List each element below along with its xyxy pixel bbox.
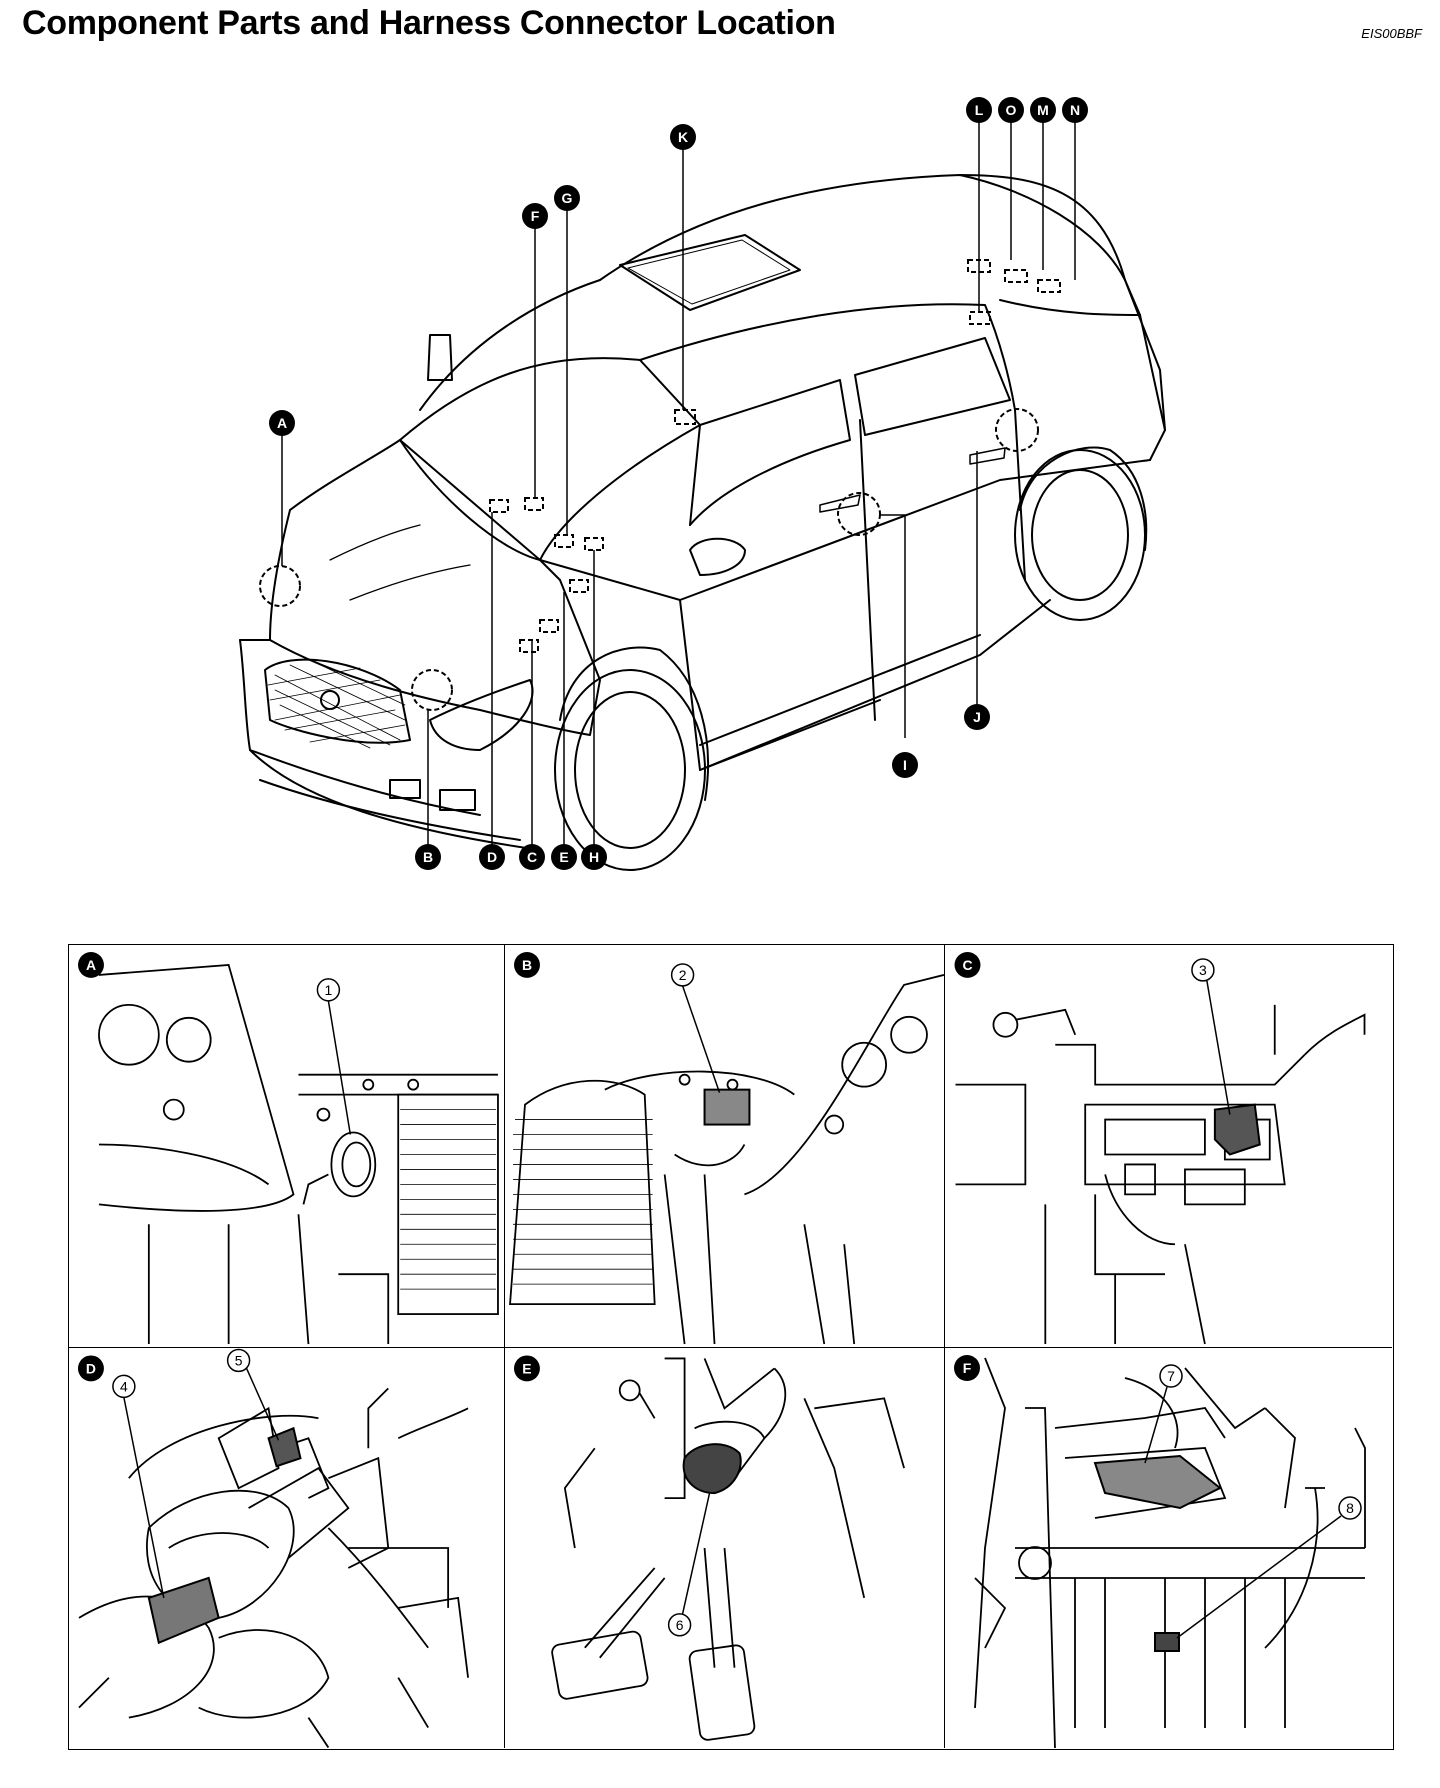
part-7-label: 7	[1167, 1368, 1175, 1384]
part-6-label: 6	[676, 1617, 684, 1633]
callout-e: E	[551, 844, 577, 870]
figure-code: EIS00BBF	[1361, 26, 1422, 41]
detail-panel-f: F 7 8	[945, 1348, 1392, 1748]
detail-panel-c: C 3	[945, 945, 1392, 1348]
callout-n-label: N	[1070, 102, 1080, 118]
callout-a-label: A	[277, 415, 287, 431]
callout-h-label: H	[589, 849, 599, 865]
detail-panel-d: D 4 5	[69, 1348, 505, 1748]
callout-b: B	[415, 844, 441, 870]
callout-m-label: M	[1037, 102, 1049, 118]
part-1-label: 1	[325, 982, 333, 998]
callout-l-label: L	[975, 102, 984, 118]
panel-f-letter: F	[963, 1360, 972, 1376]
callout-k-label: K	[678, 129, 688, 145]
callout-d: D	[479, 844, 505, 870]
detail-panel-e: E 6	[505, 1348, 945, 1748]
part-2-label: 2	[679, 967, 687, 983]
panel-c-letter: C	[962, 957, 972, 973]
panel-a-letter: A	[86, 957, 96, 973]
callout-j: J	[964, 704, 990, 730]
detail-grid: A 1 B 2	[68, 944, 1394, 1750]
callout-b-label: B	[423, 849, 433, 865]
callout-l: L	[966, 97, 992, 123]
callout-g-label: G	[562, 190, 573, 206]
callout-o-label: O	[1006, 102, 1017, 118]
part-5-label: 5	[235, 1352, 243, 1368]
callout-h: H	[581, 844, 607, 870]
callout-c: C	[519, 844, 545, 870]
callout-e-label: E	[559, 849, 568, 865]
callout-a: A	[269, 410, 295, 436]
callout-i-label: I	[903, 757, 907, 773]
panel-e-letter: E	[522, 1360, 531, 1376]
callout-o: O	[998, 97, 1024, 123]
panel-b-letter: B	[522, 957, 532, 973]
callout-n: N	[1062, 97, 1088, 123]
part-4-label: 4	[120, 1378, 128, 1394]
callout-i: I	[892, 752, 918, 778]
callout-k: K	[670, 124, 696, 150]
vehicle-overview-illustration: A B C D E F G H I J K L O M N	[239, 97, 1166, 871]
detail-panel-a: A 1	[69, 945, 505, 1348]
part-8-label: 8	[1346, 1500, 1354, 1516]
callout-g: G	[554, 185, 580, 211]
panel-d-letter: D	[86, 1360, 96, 1376]
callout-m: M	[1030, 97, 1056, 123]
callout-f: F	[522, 203, 548, 229]
callout-c-label: C	[527, 849, 537, 865]
detail-panel-b: B 2	[505, 945, 945, 1348]
callout-f-label: F	[531, 208, 540, 224]
callout-j-label: J	[973, 709, 981, 725]
callout-d-label: D	[487, 849, 497, 865]
part-3-label: 3	[1199, 962, 1207, 978]
page-title: Component Parts and Harness Connector Lo…	[22, 4, 836, 42]
